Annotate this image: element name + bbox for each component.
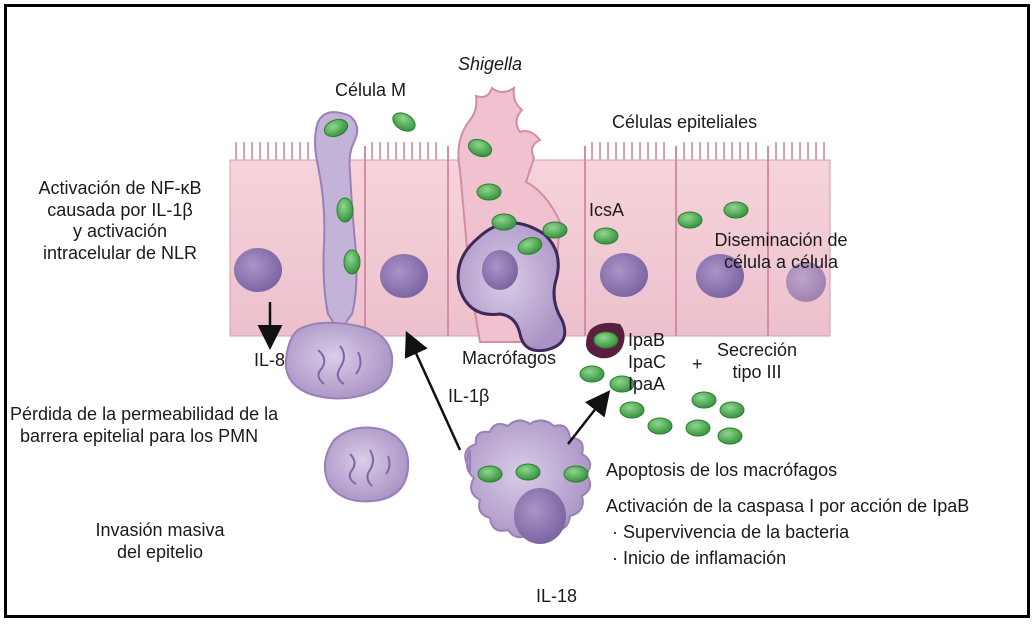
bacterium — [678, 212, 702, 228]
label-activacion-line1: Activación de NF-κB — [20, 178, 220, 200]
label-activacion-line3: y activación — [20, 221, 220, 243]
label-secrecion-line2: tipo III — [702, 362, 812, 384]
bacterium — [543, 222, 567, 238]
bacterium — [580, 366, 604, 382]
label-activacion: Activación de NF-κB causada por IL-1β y … — [20, 178, 220, 264]
bacterium — [390, 109, 419, 135]
label-perdida-line2: barrera epitelial para los PMN — [10, 426, 278, 448]
bacterium — [724, 202, 748, 218]
label-supervivencia: · Supervivencia de la bacteria — [612, 522, 849, 544]
label-activacion-line4: intracelular de NLR — [20, 243, 220, 265]
label-activacion-line2: causada por IL-1β — [20, 200, 220, 222]
bacterium — [492, 214, 516, 230]
bacterium — [648, 418, 672, 434]
label-secrecion: Secreción tipo III — [702, 340, 812, 383]
arrow-secretion — [568, 398, 604, 444]
bacterium — [594, 332, 618, 348]
label-inflamacion: · Inicio de inflamación — [612, 548, 786, 570]
label-apoptosis: Apoptosis de los macrófagos — [606, 460, 837, 482]
bacterium — [620, 402, 644, 418]
label-ipac: IpaC — [628, 352, 666, 374]
label-ipaa: IpaA — [628, 374, 665, 396]
label-ipab: IpaB — [628, 330, 665, 352]
label-plus: + — [692, 354, 703, 376]
bacterium — [686, 420, 710, 436]
label-perdida-line1: Pérdida de la permeabilidad de la — [10, 404, 278, 426]
label-diseminacion-line2: célula a célula — [696, 252, 866, 274]
bacterium — [478, 466, 502, 482]
label-shigella: Shigella — [458, 54, 522, 76]
label-diseminacion-line1: Diseminación de — [696, 230, 866, 252]
bacterium — [477, 184, 501, 200]
bacterium — [516, 464, 540, 480]
bacterium — [594, 228, 618, 244]
label-caspasa: Activación de la caspasa I por acción de… — [606, 496, 969, 518]
label-il18: IL-18 — [536, 586, 577, 608]
label-macrofagos: Macrófagos — [462, 348, 556, 370]
label-celulas-epiteliales: Células epiteliales — [612, 112, 757, 134]
label-perdida: Pérdida de la permeabilidad de la barrer… — [10, 404, 278, 447]
label-il1b: IL-1β — [448, 386, 489, 408]
bacterium — [718, 428, 742, 444]
label-secrecion-line1: Secreción — [702, 340, 812, 362]
bacterium — [692, 392, 716, 408]
pmn-cell — [325, 428, 408, 502]
label-invasion-line1: Invasión masiva — [60, 520, 260, 542]
label-icsa: IcsA — [589, 200, 624, 222]
bacterium — [344, 250, 360, 274]
bacterium — [564, 466, 588, 482]
label-celula-m: Célula M — [335, 80, 406, 102]
label-il8: IL-8 — [254, 350, 285, 372]
label-invasion: Invasión masiva del epitelio — [60, 520, 260, 563]
label-diseminacion: Diseminación de célula a célula — [696, 230, 866, 273]
bacterium — [337, 198, 353, 222]
label-invasion-line2: del epitelio — [60, 542, 260, 564]
bacterium — [720, 402, 744, 418]
